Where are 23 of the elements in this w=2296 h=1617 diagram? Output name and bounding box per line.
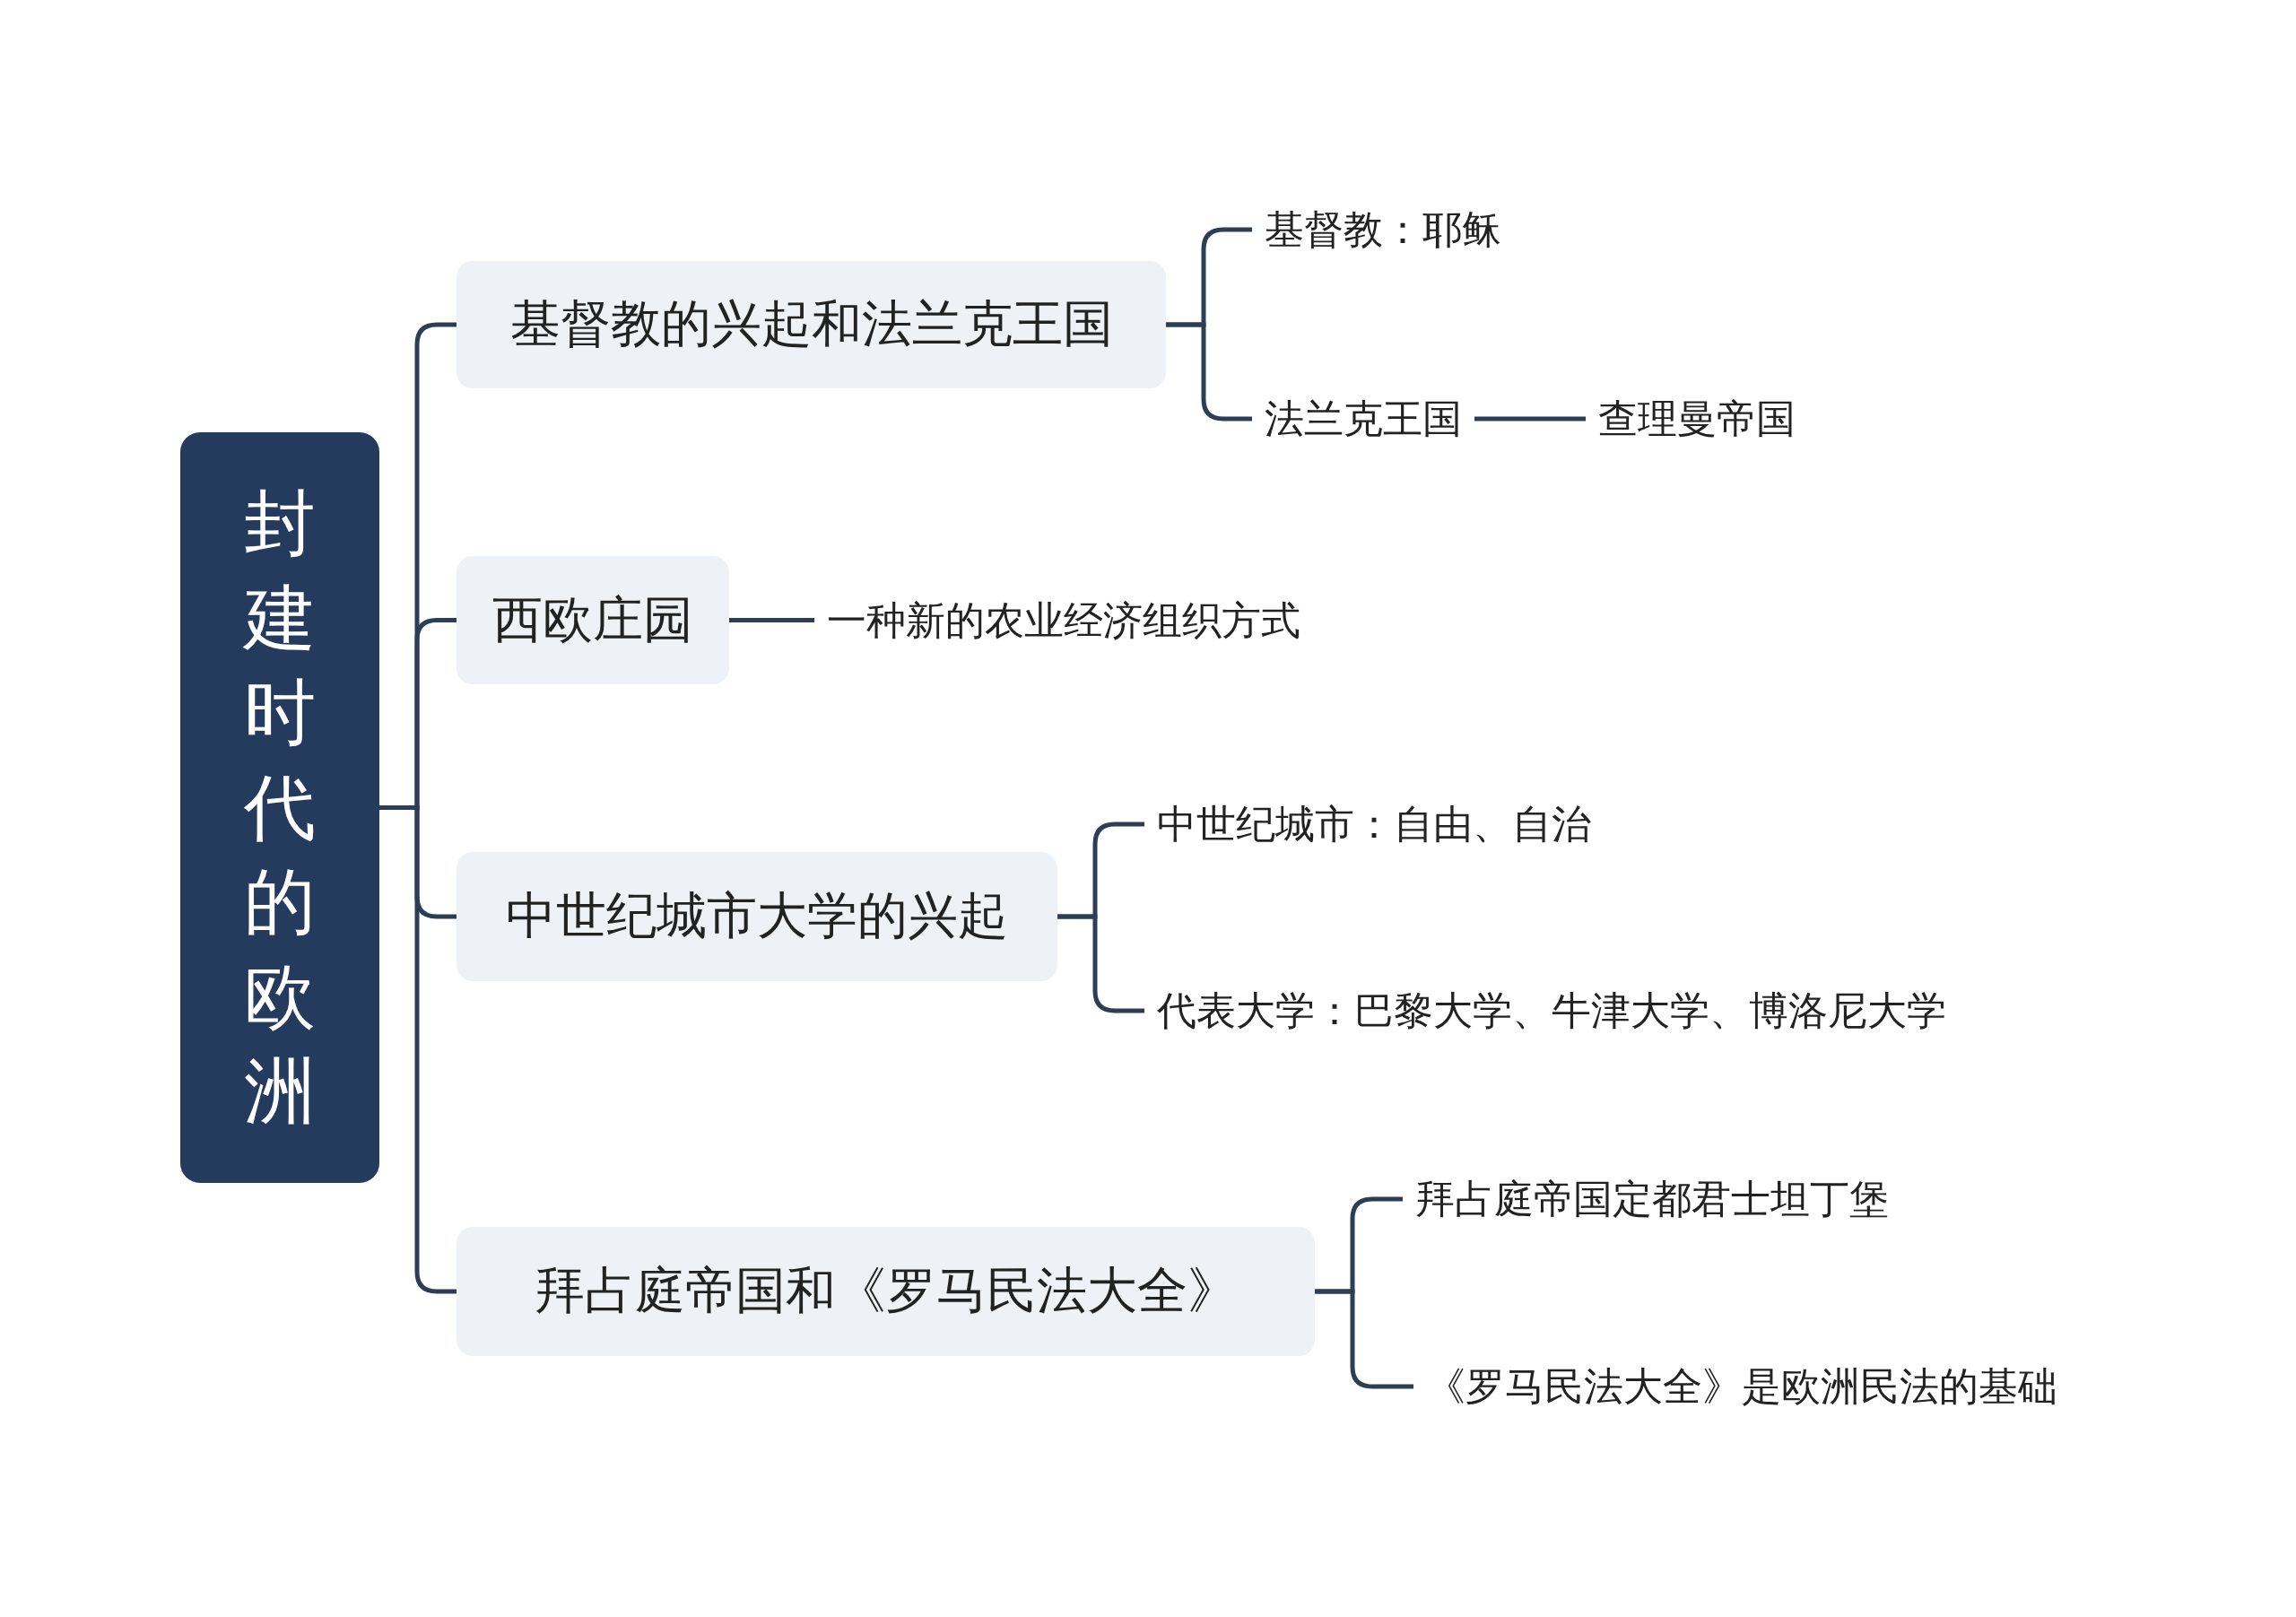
subtopic-text: 《罗马民法大全》是欧洲民法的基础 [1426, 1361, 2057, 1411]
connector-line [1057, 914, 1144, 1013]
central-topic-box [180, 432, 379, 1183]
topic-text: 封建时代的欧洲 [244, 480, 316, 1135]
subtopic-text: 拜占庭帝国定都君士坦丁堡 [1415, 1174, 1889, 1223]
subtopic-text: 一种新的农业经济组织方式 [827, 596, 1300, 645]
subtopic-text: 法兰克王国 [1265, 394, 1462, 443]
subtopic-text: 查理曼帝国 [1598, 394, 1796, 443]
connector-line [729, 618, 814, 622]
topic-box [457, 852, 1057, 981]
topic-text: 基督教的兴起和法兰克王国 [509, 293, 1113, 354]
connector-line [1315, 1289, 1413, 1389]
connector-line [1474, 416, 1586, 422]
topic-text: 西欧庄园 [492, 588, 693, 650]
subtopic-text: 代表大学：巴黎大学、牛津大学、博洛尼大学 [1157, 986, 1946, 1035]
topic-box [457, 261, 1166, 388]
subtopic-text: 中世纪城市：自由、自治 [1157, 799, 1591, 848]
topic-text: 中世纪城市大学的兴起 [506, 885, 1008, 946]
topic-box [457, 556, 729, 684]
subtopic-text: 基督教：耶稣 [1265, 204, 1501, 254]
connector-line [1166, 322, 1252, 422]
topic-text: 拜占庭帝国和《罗马民法大全》 [534, 1260, 1238, 1321]
topic-box [457, 1227, 1315, 1356]
